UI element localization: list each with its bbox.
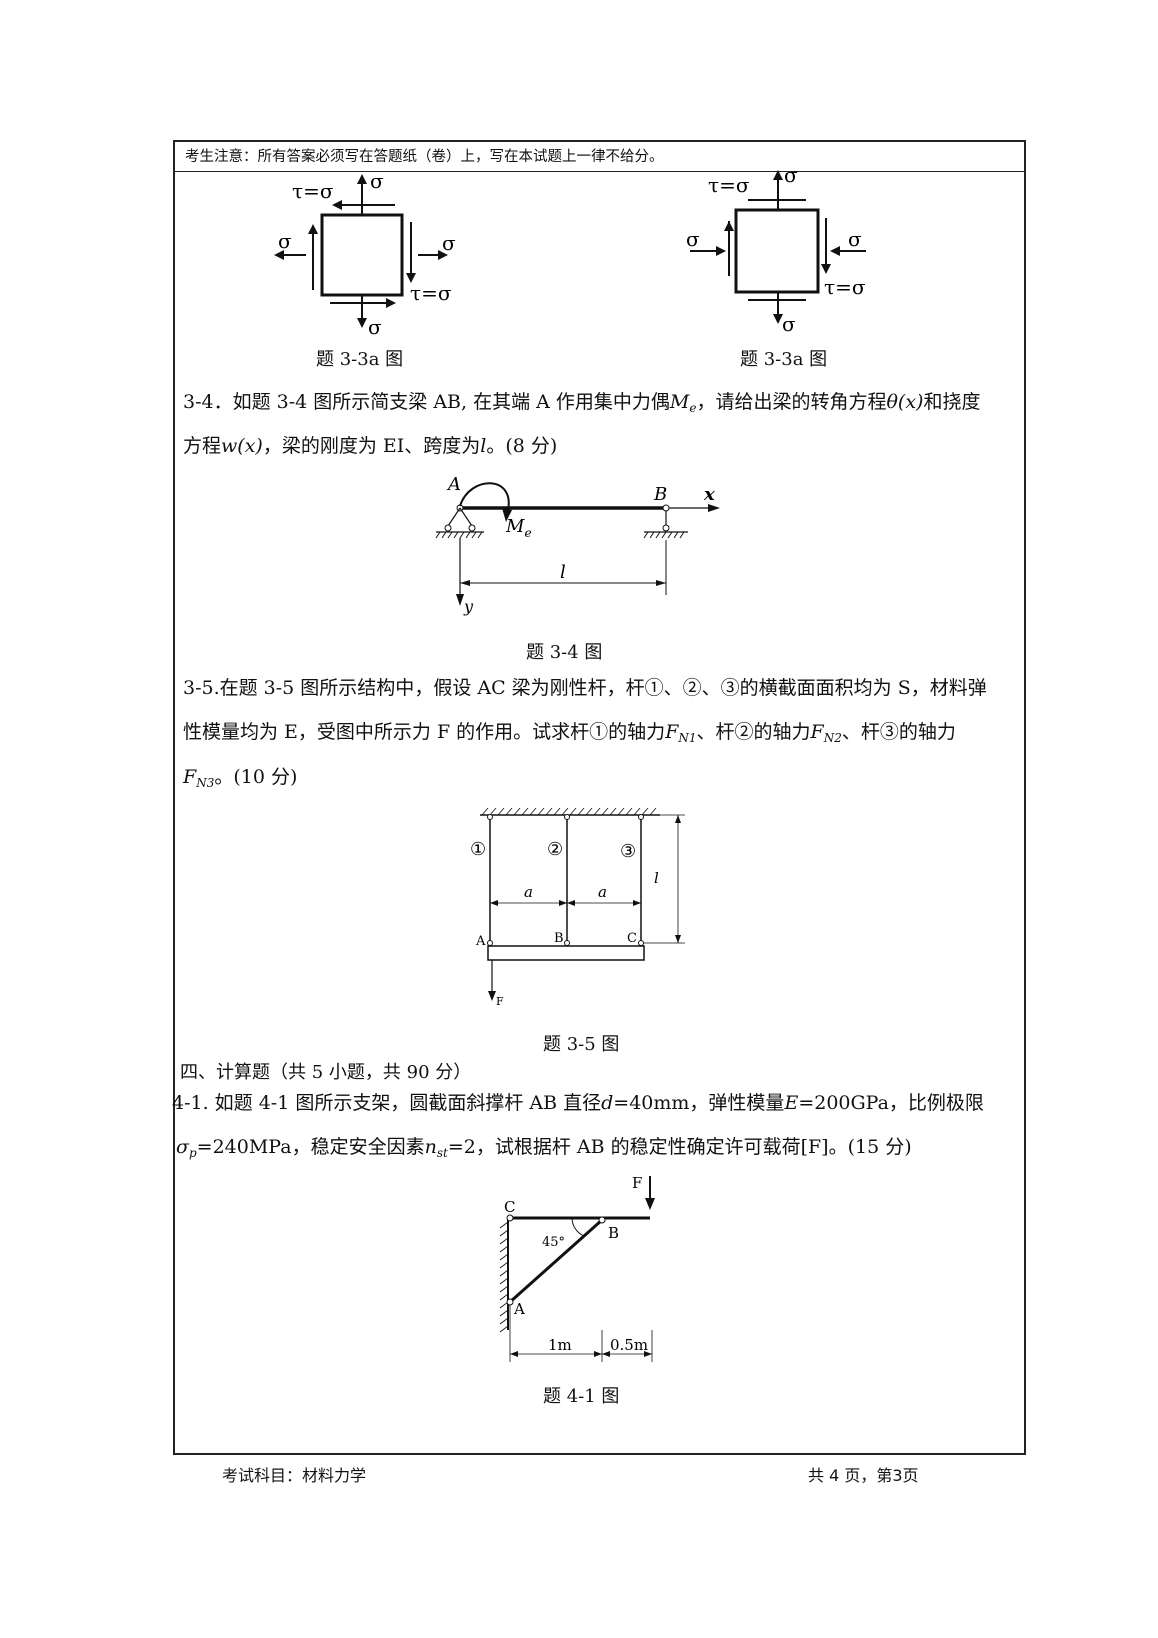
rod-2-label: ② [547,839,563,860]
figure-caption: 题 3-4 图 [526,642,603,663]
sigma-label: σ [848,227,862,251]
symbol-theta: θ(x) [886,391,924,413]
label-Me: Me [505,516,532,540]
text-segment: =2，试根据杆 AB 的稳定性确定许可载荷[F]。(15 分) [447,1136,912,1158]
sigma-label: σ [370,169,384,193]
question-3-4-line1: 3-4．如题 3-4 图所示简支梁 AB, 在其端 A 作用集中力偶Me，请给出… [183,387,980,415]
rod-1-label: ① [470,839,486,860]
text-segment: 、杆③的轴力 [841,721,956,743]
label-C: C [627,931,637,946]
tau-label: τ=σ [292,179,334,203]
subscript: N2 [823,731,842,745]
text-segment: 4-1. 如题 4-1 图所示支架，圆截面斜撑杆 AB 直径 [172,1092,602,1114]
footer-subject: 考试科目：材料力学 [222,1466,367,1485]
question-3-5-line2: 性模量均为 E，受图中所示力 F 的作用。试求杆①的轴力FN1、杆②的轴力FN2… [183,717,956,745]
figure-3-5-structure: ① ② ③ a a l A B C F [470,807,685,1008]
label-C: C [504,1198,515,1216]
label-B: B [608,1224,619,1242]
question-3-5-line1: 3-5.在题 3-5 图所示结构中，假设 AC 梁为刚性杆，杆①、②、③的横截面… [183,677,987,699]
dimension-1m: 1m [548,1336,572,1354]
sigma-label: σ [782,312,796,336]
question-4-1-line2: σp=240MPa，稳定安全因素nst=2，试根据杆 AB 的稳定性确定许可载荷… [176,1132,912,1160]
label-a: a [524,883,533,901]
subscript: e [689,401,697,415]
figure-caption: 题 3-3a 图 [740,349,828,370]
exam-frame: 考生注意：所有答案必须写在答题纸（卷）上，写在本试题上一律不给分。 [173,140,1026,1455]
text-segment: 、杆②的轴力 [696,721,811,743]
subscript: N1 [678,731,697,745]
text-segment: =240MPa，稳定安全因素 [196,1136,425,1158]
symbol-n: n [424,1136,437,1158]
symbol-sigma: σ [176,1136,189,1158]
footer-page-count: 共 4 页，第3页 [808,1466,919,1485]
text-segment: ，请给出梁的转角方程 [696,391,887,413]
label-B: B [653,484,667,505]
label-l: l [654,869,659,887]
figure-caption: 题 3-3a 图 [316,349,404,370]
symbol-F: F [810,721,824,743]
symbol-Me: M [669,391,690,413]
figure-4-1-bracket: C B A F 45° 1m 0.5m [499,1174,655,1362]
symbol-l: l [480,435,487,457]
label-F: F [496,995,504,1008]
question-4-1-line1: 4-1. 如题 4-1 图所示支架，圆截面斜撑杆 AB 直径d=40mm，弹性模… [172,1088,984,1115]
text-segment: 和挠度 [923,391,981,413]
text-segment: =200GPa，比例极限 [798,1092,984,1114]
subscript: N3 [196,776,215,790]
text-segment: 性模量均为 E，受图中所示力 F 的作用。试求杆①的轴力 [183,721,666,743]
symbol-w: w(x) [221,435,263,457]
text-segment: 3-4．如题 3-4 图所示简支梁 AB, 在其端 A 作用集中力偶 [183,391,670,413]
sigma-label: σ [442,231,456,255]
tau-label: τ=σ [410,281,452,305]
question-3-4-line2: 方程w(x)，梁的刚度为 EI、跨度为l。(8 分) [183,431,557,458]
label-A: A [513,1300,525,1318]
angle-label: 45° [542,1235,565,1250]
label-F: F [632,1174,642,1192]
sigma-label: σ [368,315,382,339]
symbol-F: F [665,721,679,743]
figure-3-3a-right: τ=σ σ σ σ τ=σ σ [686,163,866,336]
text-segment: 方程 [183,435,222,457]
figure-caption: 题 4-1 图 [543,1386,620,1407]
text-segment: 。(10 分) [214,766,298,788]
sigma-label: σ [784,163,798,187]
label-A: A [446,474,461,495]
text-segment: ，梁的刚度为 EI、跨度为 [262,435,481,457]
figure-3-4-beam: A B x Me l y [435,474,720,616]
figure-3-3a-left: τ=σ σ σ σ τ=σ σ [274,169,456,339]
text-segment: 。(8 分) [486,435,558,457]
question-3-5-line3: FN3。(10 分) [183,762,297,790]
symbol-E: E [784,1092,799,1114]
rod-3-label: ③ [620,841,636,862]
label-x: x [703,484,715,505]
tau-label: τ=σ [708,173,750,197]
label-B: B [554,931,564,946]
dimension-0.5m: 0.5m [610,1336,648,1354]
symbol-F: F [183,766,197,788]
exam-notice: 考生注意：所有答案必须写在答题纸（卷）上，写在本试题上一律不给分。 [175,142,1024,172]
subscript: p [188,1146,197,1160]
label-a: a [598,883,607,901]
subscript: st [436,1146,448,1160]
figure-caption: 题 3-5 图 [543,1034,620,1055]
sigma-label: σ [278,229,292,253]
sigma-label: σ [686,227,700,251]
symbol-d: d [601,1092,614,1114]
label-y: y [463,597,474,616]
section-4-heading: 四、计算题（共 5 小题，共 90 分） [180,1062,472,1083]
tau-label: τ=σ [824,275,866,299]
text-segment: =40mm，弹性模量 [613,1092,785,1114]
label-l: l [560,562,566,583]
label-A: A [475,934,486,949]
